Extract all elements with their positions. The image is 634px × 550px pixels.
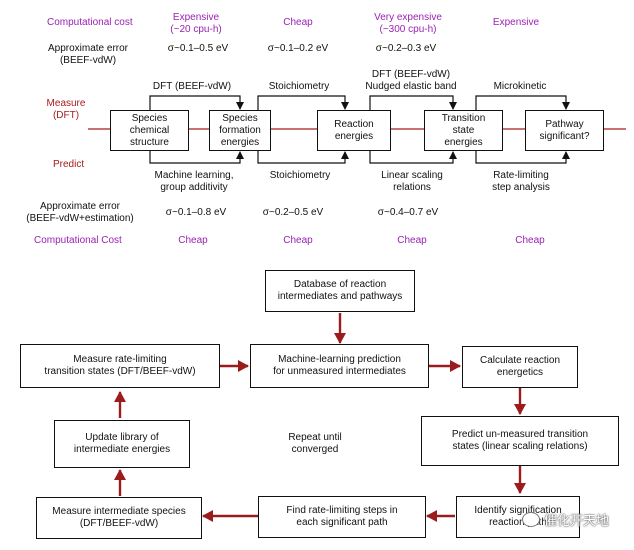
est-error-1: σ~0.1–0.8 eV xyxy=(165,207,227,218)
box-species-structure: Species chemical structure xyxy=(110,110,189,151)
est-error-3: σ~0.4–0.7 eV xyxy=(377,207,439,218)
error-species-formation: σ~0.1–0.5 eV xyxy=(167,43,229,54)
error-transition-state: σ~0.2–0.3 eV xyxy=(375,43,437,54)
est-error-2: σ~0.2–0.5 eV xyxy=(262,207,324,218)
method-neb: DFT (BEEF-vdW) Nudged elastic band xyxy=(365,69,457,92)
computational-cost-bottom-label: Computational Cost xyxy=(34,235,122,246)
predict-ml-group: Machine learning, group additivity xyxy=(154,170,234,193)
approx-error-label: Approximate error (BEEF-vdW) xyxy=(47,43,129,66)
bottom-cost-3: Cheap xyxy=(397,235,427,246)
predict-arrow-4 xyxy=(475,151,570,164)
box-find-rate-limiting: Find rate-limiting steps in each signifi… xyxy=(258,496,426,538)
method-dft-beef: DFT (BEEF-vdW) xyxy=(152,81,232,92)
predict-arrow-1 xyxy=(149,151,244,164)
predict-rate-limiting: Rate-limiting step analysis xyxy=(492,170,550,193)
error-reaction: σ~0.1–0.2 eV xyxy=(267,43,329,54)
watermark-text: 催化开天地 xyxy=(544,513,610,528)
measure-arrow-3 xyxy=(369,95,457,110)
box-measure-species: Measure intermediate species (DFT/BEEF-v… xyxy=(36,497,202,539)
cost-microkinetic: Expensive xyxy=(492,17,540,28)
method-microkinetic: Microkinetic xyxy=(493,81,547,92)
box-formation-energies: Species formation energies xyxy=(209,110,271,151)
measure-arrow-4 xyxy=(475,95,570,110)
repeat-until-converged: Repeat until converged xyxy=(288,432,342,455)
cost-stoichiometry: Cheap xyxy=(283,17,313,28)
bottom-cost-1: Cheap xyxy=(178,235,208,246)
predict-arrow-3 xyxy=(369,151,457,164)
approx-error-estimation-label: Approximate error (BEEF-vdW+estimation) xyxy=(26,201,134,224)
cost-transition-state: Very expensive (~300 cpu-h) xyxy=(374,12,442,35)
wechat-icon xyxy=(522,512,540,527)
box-identify-path: Identify signification reaction path xyxy=(456,496,580,538)
method-stoichiometry-top: Stoichiometry xyxy=(268,81,330,92)
measure-arrow-2 xyxy=(257,95,349,110)
predict-stoichiometry: Stoichiometry xyxy=(269,170,331,181)
predict-linear-scaling: Linear scaling relations xyxy=(381,170,443,193)
bottom-cost-4: Cheap xyxy=(515,235,545,246)
box-reaction-energies: Reaction energies xyxy=(317,110,391,151)
box-measure-ts: Measure rate-limiting transition states … xyxy=(20,344,220,388)
measure-arrow-1 xyxy=(149,95,244,110)
box-pathway-significant: Pathway significant? xyxy=(525,110,604,151)
measure-dft-label: Measure (DFT) xyxy=(46,98,86,121)
box-ml-prediction: Machine-learning prediction for unmeasur… xyxy=(250,344,429,388)
predict-label: Predict xyxy=(53,159,85,170)
watermark: 催化开天地 xyxy=(522,510,609,529)
bottom-cost-2: Cheap xyxy=(283,235,313,246)
predict-arrow-2 xyxy=(257,151,349,164)
box-update-library: Update library of intermediate energies xyxy=(54,420,190,468)
box-database: Database of reaction intermediates and p… xyxy=(265,270,415,312)
box-calc-energetics: Calculate reaction energetics xyxy=(462,346,578,388)
cost-species-formation: Expensive (~20 cpu-h) xyxy=(170,12,222,35)
box-predict-ts: Predict un-measured transition states (l… xyxy=(421,416,619,466)
computational-cost-label: Computational cost xyxy=(47,17,133,28)
box-transition-state-energies: Transition state energies xyxy=(424,110,503,151)
